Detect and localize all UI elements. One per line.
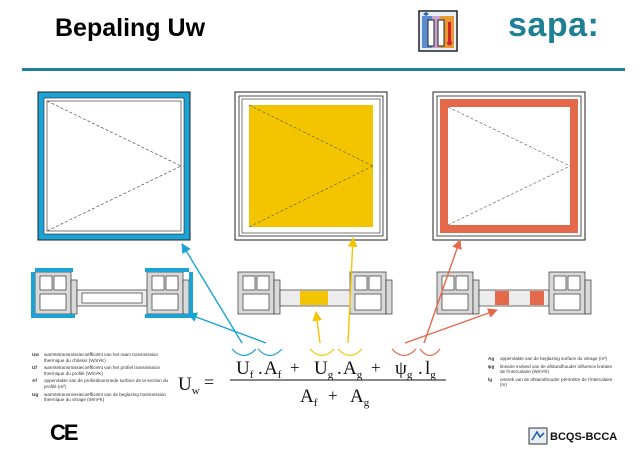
profile-section-glass [237,271,393,315]
legend-text: oppervlakte van de beglazing surface du … [500,356,608,361]
formula-plus-2: + [371,358,381,377]
bcqs-label: BCQS-BCCA [550,431,618,443]
legend-text: omtrek van de afstandhouder périmètre de… [500,376,613,388]
formula-ug: Ug [314,358,334,381]
bracket-af [257,348,283,357]
formula-lhs: Uw [178,374,200,397]
legend-symbol: lg [488,376,493,382]
bracket-psig [391,348,417,357]
legend-left: Uw warmtetransmissiecoëfficiënt van het r… [32,352,182,405]
formula-denominator-plus: + [328,386,338,405]
legend-symbol: Uf [32,365,37,371]
formula-denominator-ag: Ag [350,386,370,409]
formula-plus-1: + [290,358,300,377]
legend-symbol: ψg [488,363,495,369]
legend-item: Af oppervlakte van de profieldoorsnede su… [32,378,182,389]
formula-af: Af [264,358,282,381]
page-title: Bepaling Uw [55,14,206,42]
brand-name: sapa [508,6,588,44]
legend-text: lineaire invloed van de afstandhouder in… [500,363,613,375]
arrow-af-to-profile [187,312,267,344]
legend-symbol: Ug [32,391,39,397]
formula-dot-1: . [258,358,263,379]
bracket-ug [309,348,335,357]
arrow-lg-to-window [423,239,462,344]
profile-section-frame [31,268,193,318]
sapa-logo: sapa: [508,6,599,45]
arrow-uf-to-frame [181,243,243,344]
formula-denominator-af: Af [300,386,318,409]
legend-symbol: Ag [488,356,495,361]
legend-item: Uw warmtetransmissiecoëfficiënt van het r… [32,352,182,363]
legend-item: Uf warmtetransmissiecoëfficiënt van het p… [32,365,182,376]
brand-colon: : [587,6,600,44]
legend-text: warmtetransmissiecoëfficiënt van de begl… [44,391,166,403]
legend-symbol: Af [32,378,37,384]
legend-item: Ug warmtetransmissiecoëfficiënt van de be… [32,392,182,403]
formula-equals: = [204,372,214,392]
legend-text: warmtetransmissiecoëfficiënt van het raa… [44,352,159,363]
formula-lg: lg [425,358,436,381]
window-frame-highlight [37,91,191,241]
arrow-ag-to-glass [347,237,358,344]
arrow-ug-to-profile [312,311,322,344]
bracket-uf [231,348,257,357]
legend-text: warmtetransmissiecoëfficiënt van het pro… [44,365,161,376]
legend-symbol: Uw [32,352,39,357]
formula-ag: Ag [343,358,363,381]
formula-uf: Uf [236,358,254,381]
legend-text: oppervlakte van de profieldoorsnede surf… [44,378,169,389]
bracket-ag [337,348,363,357]
ce-mark: CE [50,420,79,445]
formula-dot-2: . [337,358,342,379]
legend-right: Ag oppervlakte van de beglazing surface d… [488,356,623,390]
thermal-window-icon [418,10,458,57]
header-divider [22,68,625,71]
legend-item: lg omtrek van de afstandhouder périmètre … [488,377,623,388]
bcqs-logo-icon [528,427,548,450]
bracket-lg [419,348,441,357]
formula-psig: ψg [395,358,413,381]
formula-dot-3: . [418,358,423,379]
window-spacer-highlight [432,91,586,241]
legend-item: Ag oppervlakte van de beglazing surface d… [488,356,623,362]
window-glass-highlight [234,91,388,241]
profile-section-spacer [436,271,592,315]
arrow-psig-to-spacer [404,308,498,344]
legend-item: ψg lineaire invloed van de afstandhouder … [488,364,623,375]
